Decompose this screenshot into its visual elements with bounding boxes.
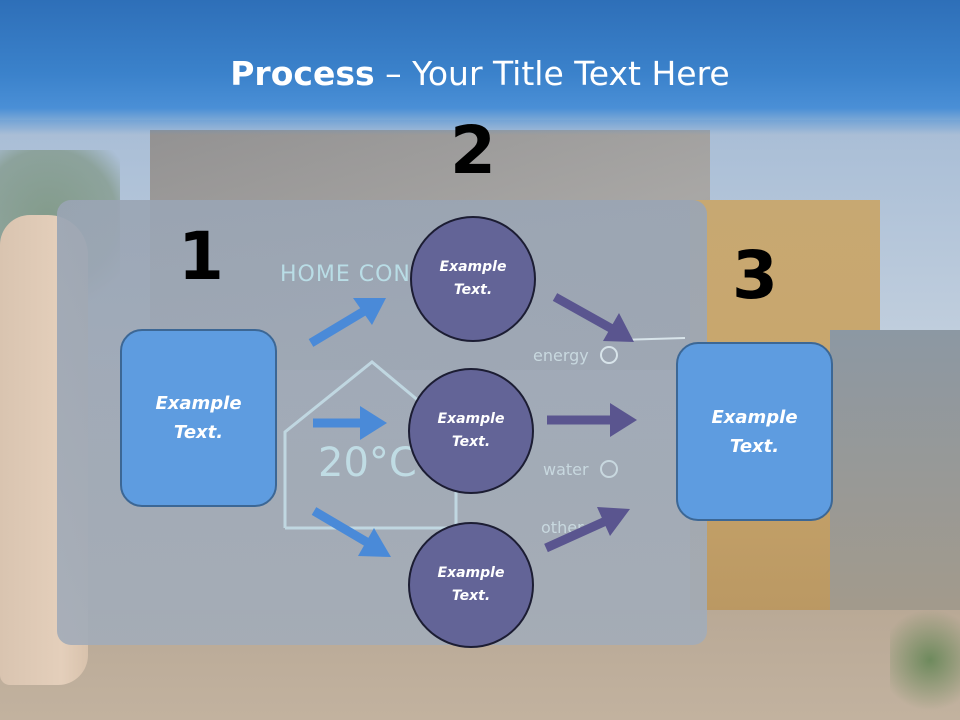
title-bar — [0, 0, 960, 135]
arrow-circle-bottom-to-box3 — [544, 507, 630, 553]
step2-circle-top-text: Example Text. — [439, 259, 507, 298]
arrow-circle-middle-to-box3 — [547, 403, 637, 437]
step3-box: Example Text. — [676, 342, 833, 521]
arrows-left-group — [308, 298, 391, 557]
step2-circle-middle-text: Example Text. — [437, 411, 505, 450]
background-house-side — [830, 330, 960, 630]
slide-title: Process – Your Title Text Here — [0, 54, 960, 93]
step2-circle-top: Example Text. — [410, 216, 536, 342]
background-bush — [890, 600, 960, 720]
arrow-circle-top-to-box3 — [552, 293, 634, 342]
arrows-right-group — [544, 293, 637, 553]
step2-circle-bottom-text: Example Text. — [437, 565, 505, 604]
tablet-screen-temperature: 20°C — [318, 440, 417, 486]
tablet-screen-title: HOME CON — [280, 262, 411, 287]
slide-title-strong: Process — [230, 54, 375, 93]
step3-box-text: Example Text. — [711, 406, 798, 457]
step2-circle-bottom: Example Text. — [408, 522, 534, 648]
step-number-1: 1 — [178, 218, 224, 295]
tablet-label-energy: energy — [533, 346, 589, 365]
slide-title-rest: – Your Title Text Here — [374, 54, 730, 93]
step1-box-text: Example Text. — [155, 393, 242, 443]
step2-circle-middle: Example Text. — [408, 368, 534, 494]
arrow-box1-to-circle-top — [308, 298, 386, 347]
arrow-box1-to-circle-middle — [313, 406, 387, 440]
step-number-3: 3 — [732, 237, 778, 314]
arrow-box1-to-circle-bottom — [311, 507, 391, 557]
step1-box: Example Text. — [120, 329, 277, 507]
tablet-label-water: water — [543, 460, 589, 479]
step-number-2: 2 — [450, 112, 496, 189]
